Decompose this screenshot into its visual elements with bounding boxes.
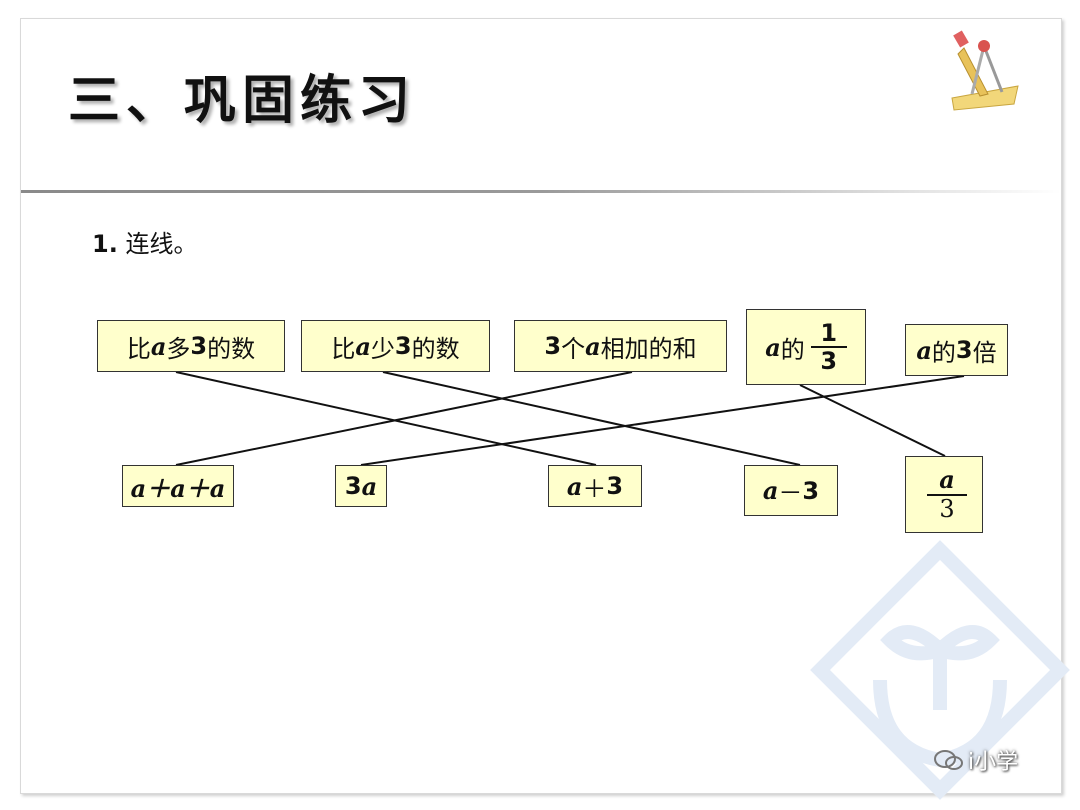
wechat-icon xyxy=(934,749,964,771)
fraction-a-over-3: a 3 xyxy=(927,467,967,522)
fraction-one-third: 1 3 xyxy=(811,320,847,375)
bottom-box-a-over-3[interactable]: a 3 xyxy=(905,456,983,533)
link-line-1 xyxy=(176,372,596,465)
bottom-box-a-plus-3[interactable]: a＋3 xyxy=(548,465,642,507)
bottom-box-a-minus-3[interactable]: a－3 xyxy=(744,465,838,516)
brand-label: i小学 xyxy=(934,744,1018,776)
link-line-3 xyxy=(176,372,632,465)
link-line-4 xyxy=(800,385,945,456)
bottom-box-a-plus-a-plus-a[interactable]: a＋a＋a xyxy=(122,465,234,507)
link-line-2 xyxy=(383,372,800,465)
